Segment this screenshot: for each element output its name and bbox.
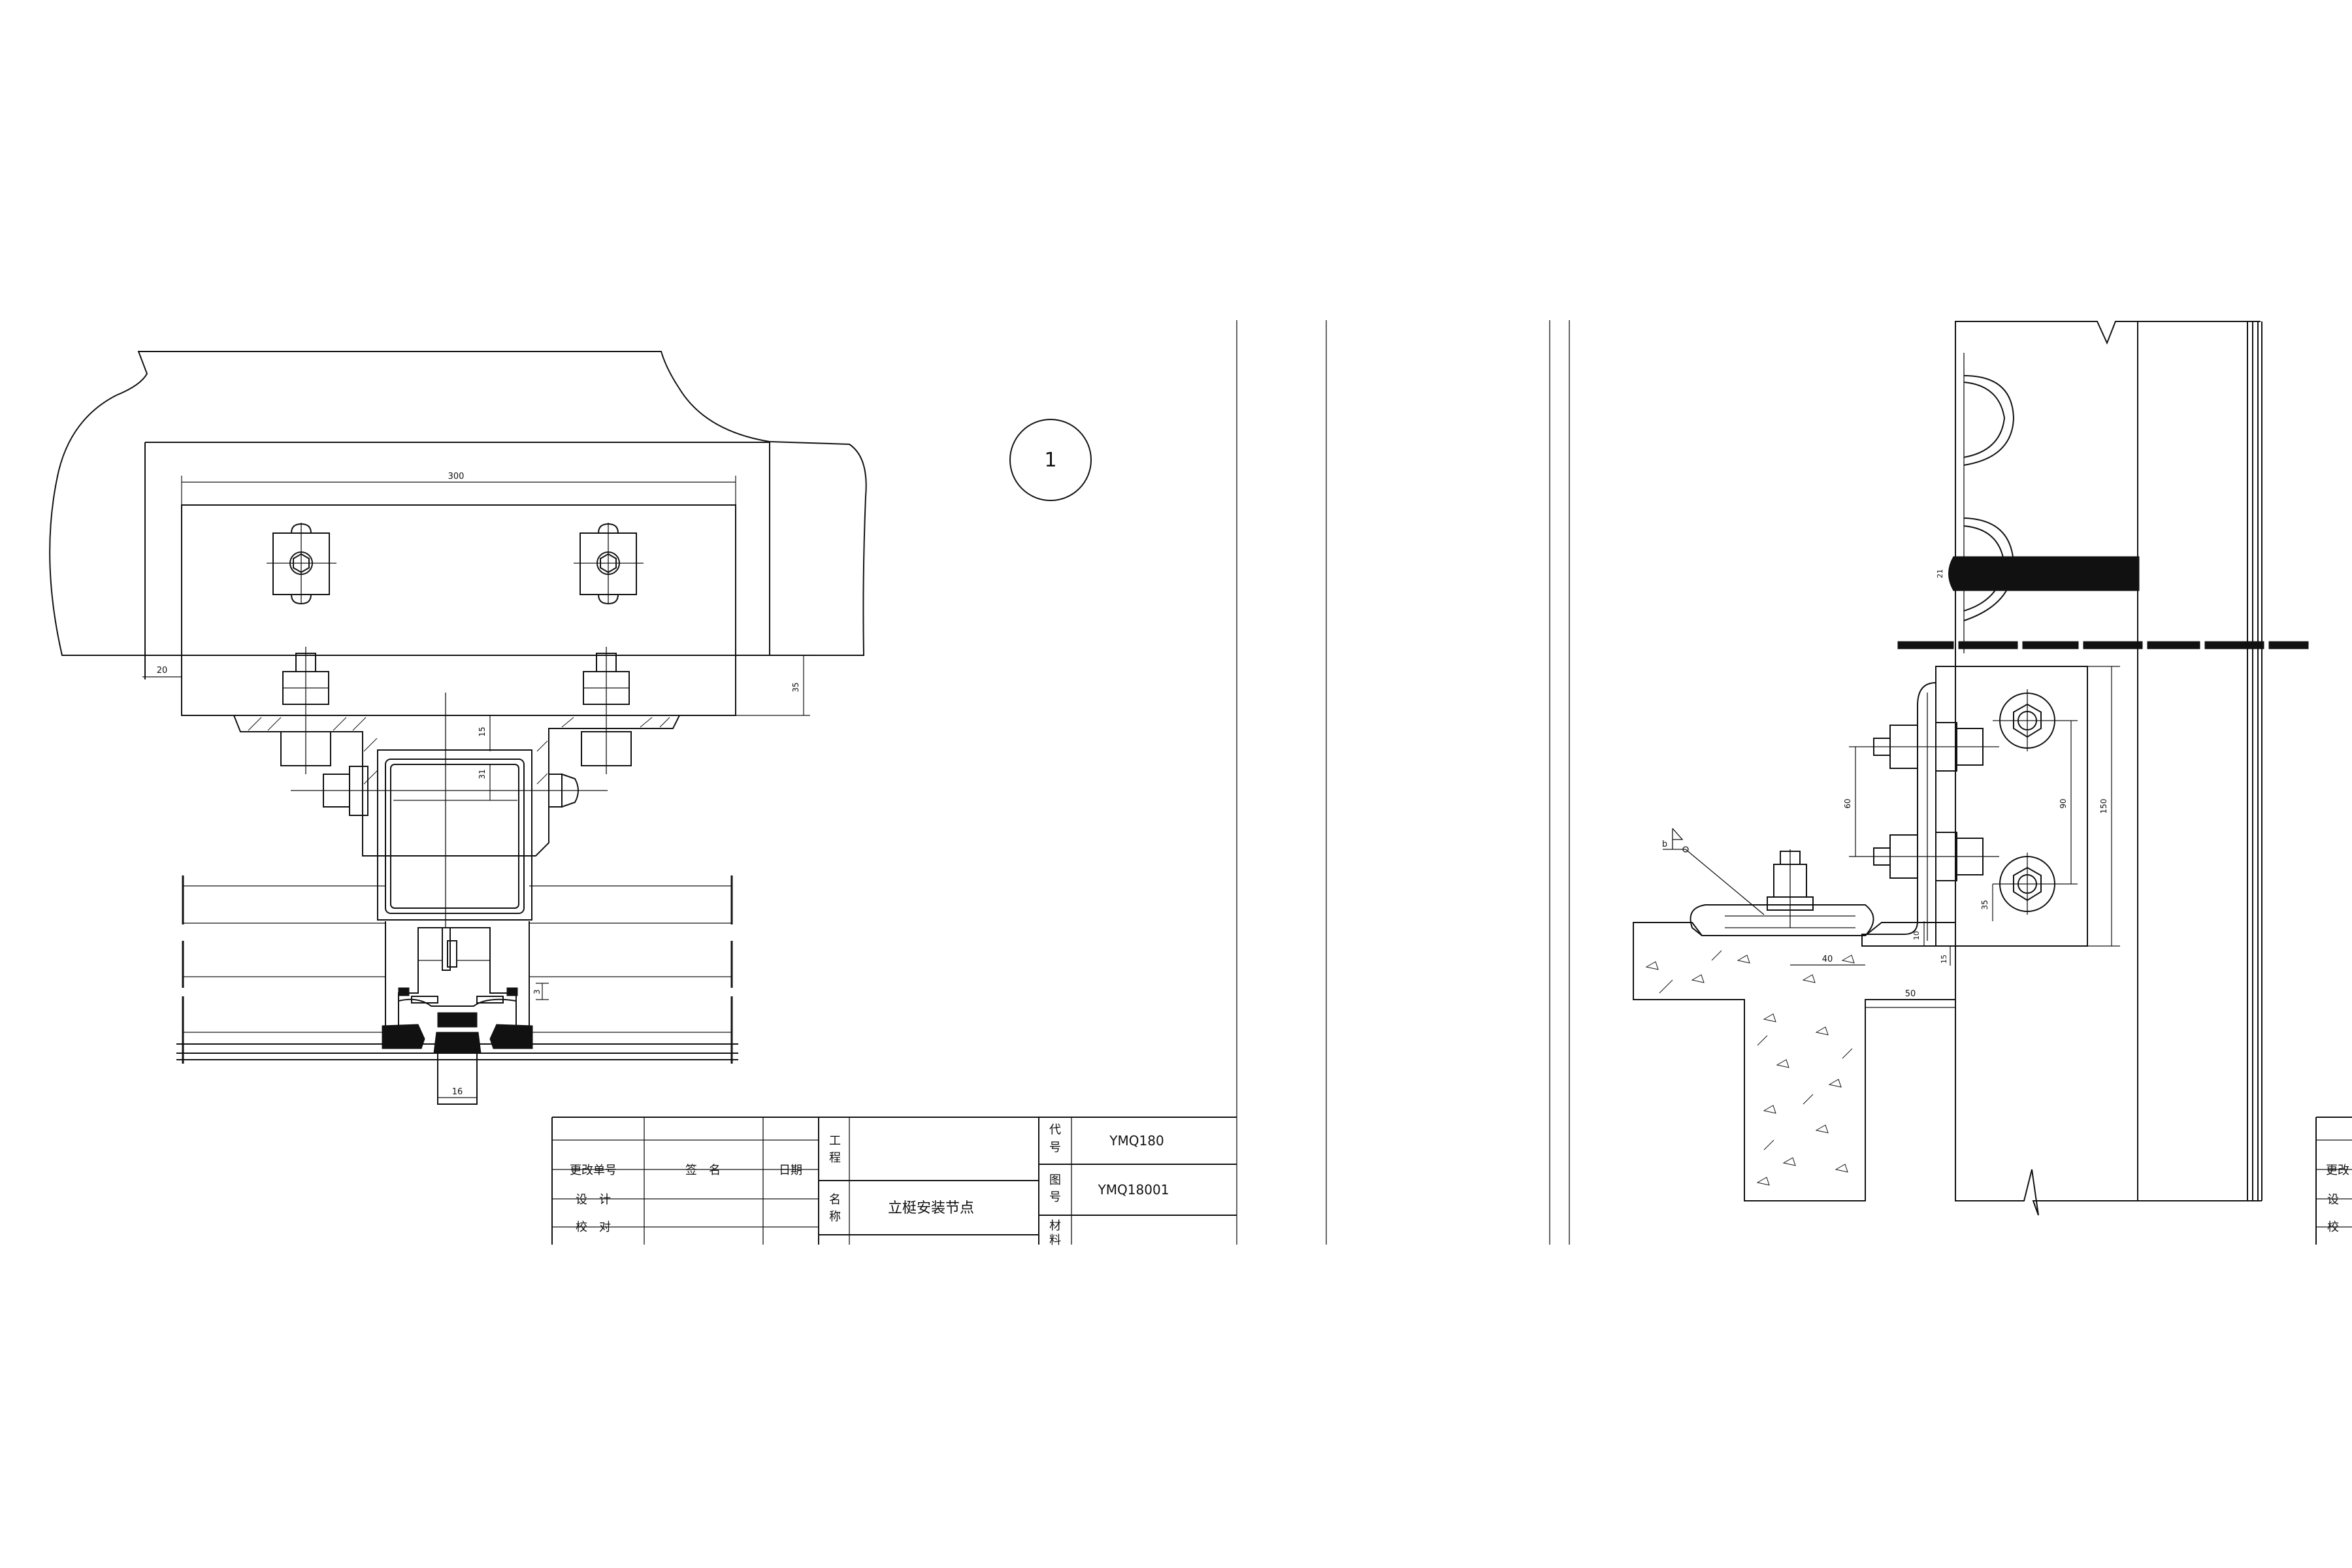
tb-design-label: 设 计 [576,1193,611,1207]
tb-drawing-no-value: YMQ18001 [1098,1182,1169,1198]
dim-hole-spacing: 90 [2059,798,2068,808]
dim-plate-width: 300 [448,472,465,482]
tb-name-label-1: 名 [829,1193,841,1207]
slot-hole-left [267,523,336,605]
side-bolt-upper [1869,722,1999,772]
detail-number: 1 [1044,449,1056,472]
ptb-check-label: 校 [2327,1220,2339,1234]
tb-project-label-2: 程 [829,1151,841,1165]
anchor-rod [1963,556,2140,591]
dim-embed-width: 40 [1822,955,1833,964]
mullion-tube [377,693,532,928]
embed-region [145,442,770,655]
tb-code-label-2: 号 [1049,1141,1061,1154]
anchor-head-upper [1963,375,2015,466]
dim-left-offset: 20 [157,666,168,676]
dim-edge-small: 15 [1940,955,1948,964]
tb-drawing-no-label-2: 号 [1049,1190,1061,1204]
steel-bracket [233,715,681,857]
slot-hole-right [574,523,644,605]
dim-lower-offset: 35 [1980,900,1989,909]
plate-hole-upper [1993,689,2065,751]
ptb-change-label: 更改 [2326,1164,2349,1177]
right-dimensions [1790,666,2120,1000]
tb-drawing-no-label-1: 图 [1049,1173,1061,1187]
concrete-beam-outline [49,351,867,656]
tb-change-no-label: 更改单号 [570,1164,617,1177]
embed-section-detail: 21 [1633,321,2309,1216]
anchor-bolt-right [581,647,632,774]
weld-symbol [1663,828,1765,915]
backing-plate [181,504,736,716]
tb-signature-label: 签 名 [685,1164,721,1177]
partial-title-block [2315,1117,2352,1245]
dim-small-gap: 3 [532,989,542,994]
side-bolt-lower [1869,832,1999,881]
tb-code-value: YMQ180 [1109,1133,1164,1149]
ptb-design-label: 设 [2327,1193,2339,1207]
tb-check-label: 校 对 [576,1220,611,1234]
tb-name-label-2: 称 [829,1210,841,1224]
plate-hole-lower [1993,853,2065,915]
base-bolt [1690,849,1874,936]
weld-symbol-label: b [1662,840,1667,849]
dim-top-gap: 15 [478,727,487,736]
dim-base-offset: 10 [1912,931,1921,940]
sheet-frame [1236,320,1570,1245]
through-bolt [291,766,608,816]
tb-name-value: 立梃安装节点 [888,1200,974,1217]
dim-slab-offset: 50 [1905,989,1916,999]
dim-plate-height: 150 [2099,799,2108,814]
dim-anchor-depth: 21 [1936,569,1944,578]
mullion-face [1955,321,2138,1216]
dim-plate-depth: 35 [791,682,800,692]
transom-profile [176,875,738,1105]
angle-bracket [1861,681,1936,947]
detail-number-bubble [1009,419,1092,501]
tb-material-label-1: 材 [1049,1219,1061,1233]
anchor-bolt-left [280,647,331,774]
dim-bolt-spacing: 60 [1843,798,1852,808]
tb-project-label-1: 工 [829,1134,841,1148]
tb-material-label-2: 料 [1049,1233,1061,1247]
left-dimensions [142,476,810,1104]
concrete-slab [1633,922,1956,1201]
tb-date-label: 日期 [779,1164,802,1177]
mullion-plan-detail: 300 20 35 15 31 3 16 1 [49,351,1092,1105]
floor-line [1897,641,2309,649]
dim-joint-width: 16 [452,1087,463,1097]
dim-tube-gap: 31 [478,769,487,779]
title-block [551,1117,1237,1245]
tb-code-label-1: 代 [1049,1123,1061,1137]
